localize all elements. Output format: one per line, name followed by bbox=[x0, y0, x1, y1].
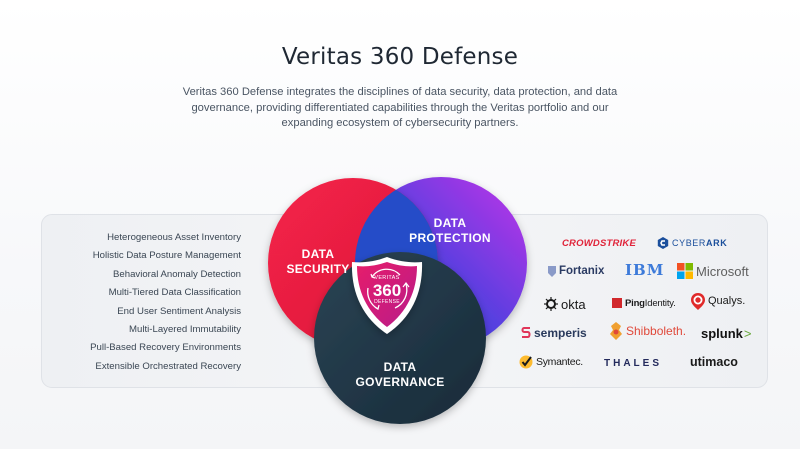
feature-item: End User Sentiment Analysis bbox=[117, 305, 241, 317]
symantec-icon bbox=[519, 355, 533, 369]
pingidentity-icon bbox=[612, 298, 622, 308]
data-security-label: DATA SECURITY bbox=[286, 247, 350, 276]
semperis-icon bbox=[521, 326, 531, 340]
fortanix-icon bbox=[548, 265, 556, 277]
splunk-logo: splunk > bbox=[701, 325, 752, 341]
feature-item: Holistic Data Posture Management bbox=[92, 250, 241, 262]
page-description: Veritas 360 Defense integrates the disci… bbox=[182, 86, 618, 129]
fortanix-logo: Fortanix bbox=[548, 261, 604, 281]
thales-logo: THALES bbox=[604, 357, 662, 369]
qualys-icon bbox=[691, 292, 705, 310]
microsoft-icon bbox=[677, 263, 693, 279]
feature-item: Multi-Tiered Data Classification bbox=[108, 287, 241, 299]
okta-icon bbox=[544, 297, 558, 311]
feature-list: Heterogeneous Asset Inventory Holistic D… bbox=[50, 229, 241, 376]
data-protection-label: DATA PROTECTION bbox=[409, 216, 491, 245]
okta-logo: okta bbox=[544, 294, 586, 314]
data-governance-label: DATA GOVERNANCE bbox=[355, 360, 445, 389]
shield-text: VERITAS 360 DEFENSE bbox=[372, 275, 402, 305]
cyberark-logo: CYBERARK bbox=[657, 233, 727, 253]
pingidentity-logo: PingIdentity. bbox=[612, 293, 676, 313]
page-title: Veritas 360 Defense bbox=[281, 44, 519, 70]
symantec-logo: Symantec. bbox=[519, 352, 583, 372]
partner-logos: CROWDSTRIKE CYBERARK Fortanix IBM Micros… bbox=[515, 228, 765, 378]
crowdstrike-logo: CROWDSTRIKE bbox=[562, 237, 636, 249]
shibboleth-logo: Shibboleth. bbox=[609, 321, 686, 341]
qualys-logo: Qualys. bbox=[691, 291, 745, 311]
ibm-logo: IBM bbox=[625, 261, 665, 279]
semperis-logo: semperis bbox=[521, 323, 587, 343]
feature-item: Pull-Based Recovery Environments bbox=[90, 342, 241, 354]
feature-item: Multi-Layered Immutability bbox=[129, 323, 241, 335]
microsoft-logo: Microsoft bbox=[677, 261, 749, 281]
feature-item: Extensible Orchestrated Recovery bbox=[95, 360, 241, 372]
feature-item: Heterogeneous Asset Inventory bbox=[107, 232, 241, 243]
utimaco-logo: utimaco bbox=[690, 355, 738, 369]
cyberark-icon bbox=[657, 237, 669, 249]
feature-item: Behavioral Anomaly Detection bbox=[113, 268, 241, 280]
shibboleth-icon bbox=[609, 322, 623, 340]
